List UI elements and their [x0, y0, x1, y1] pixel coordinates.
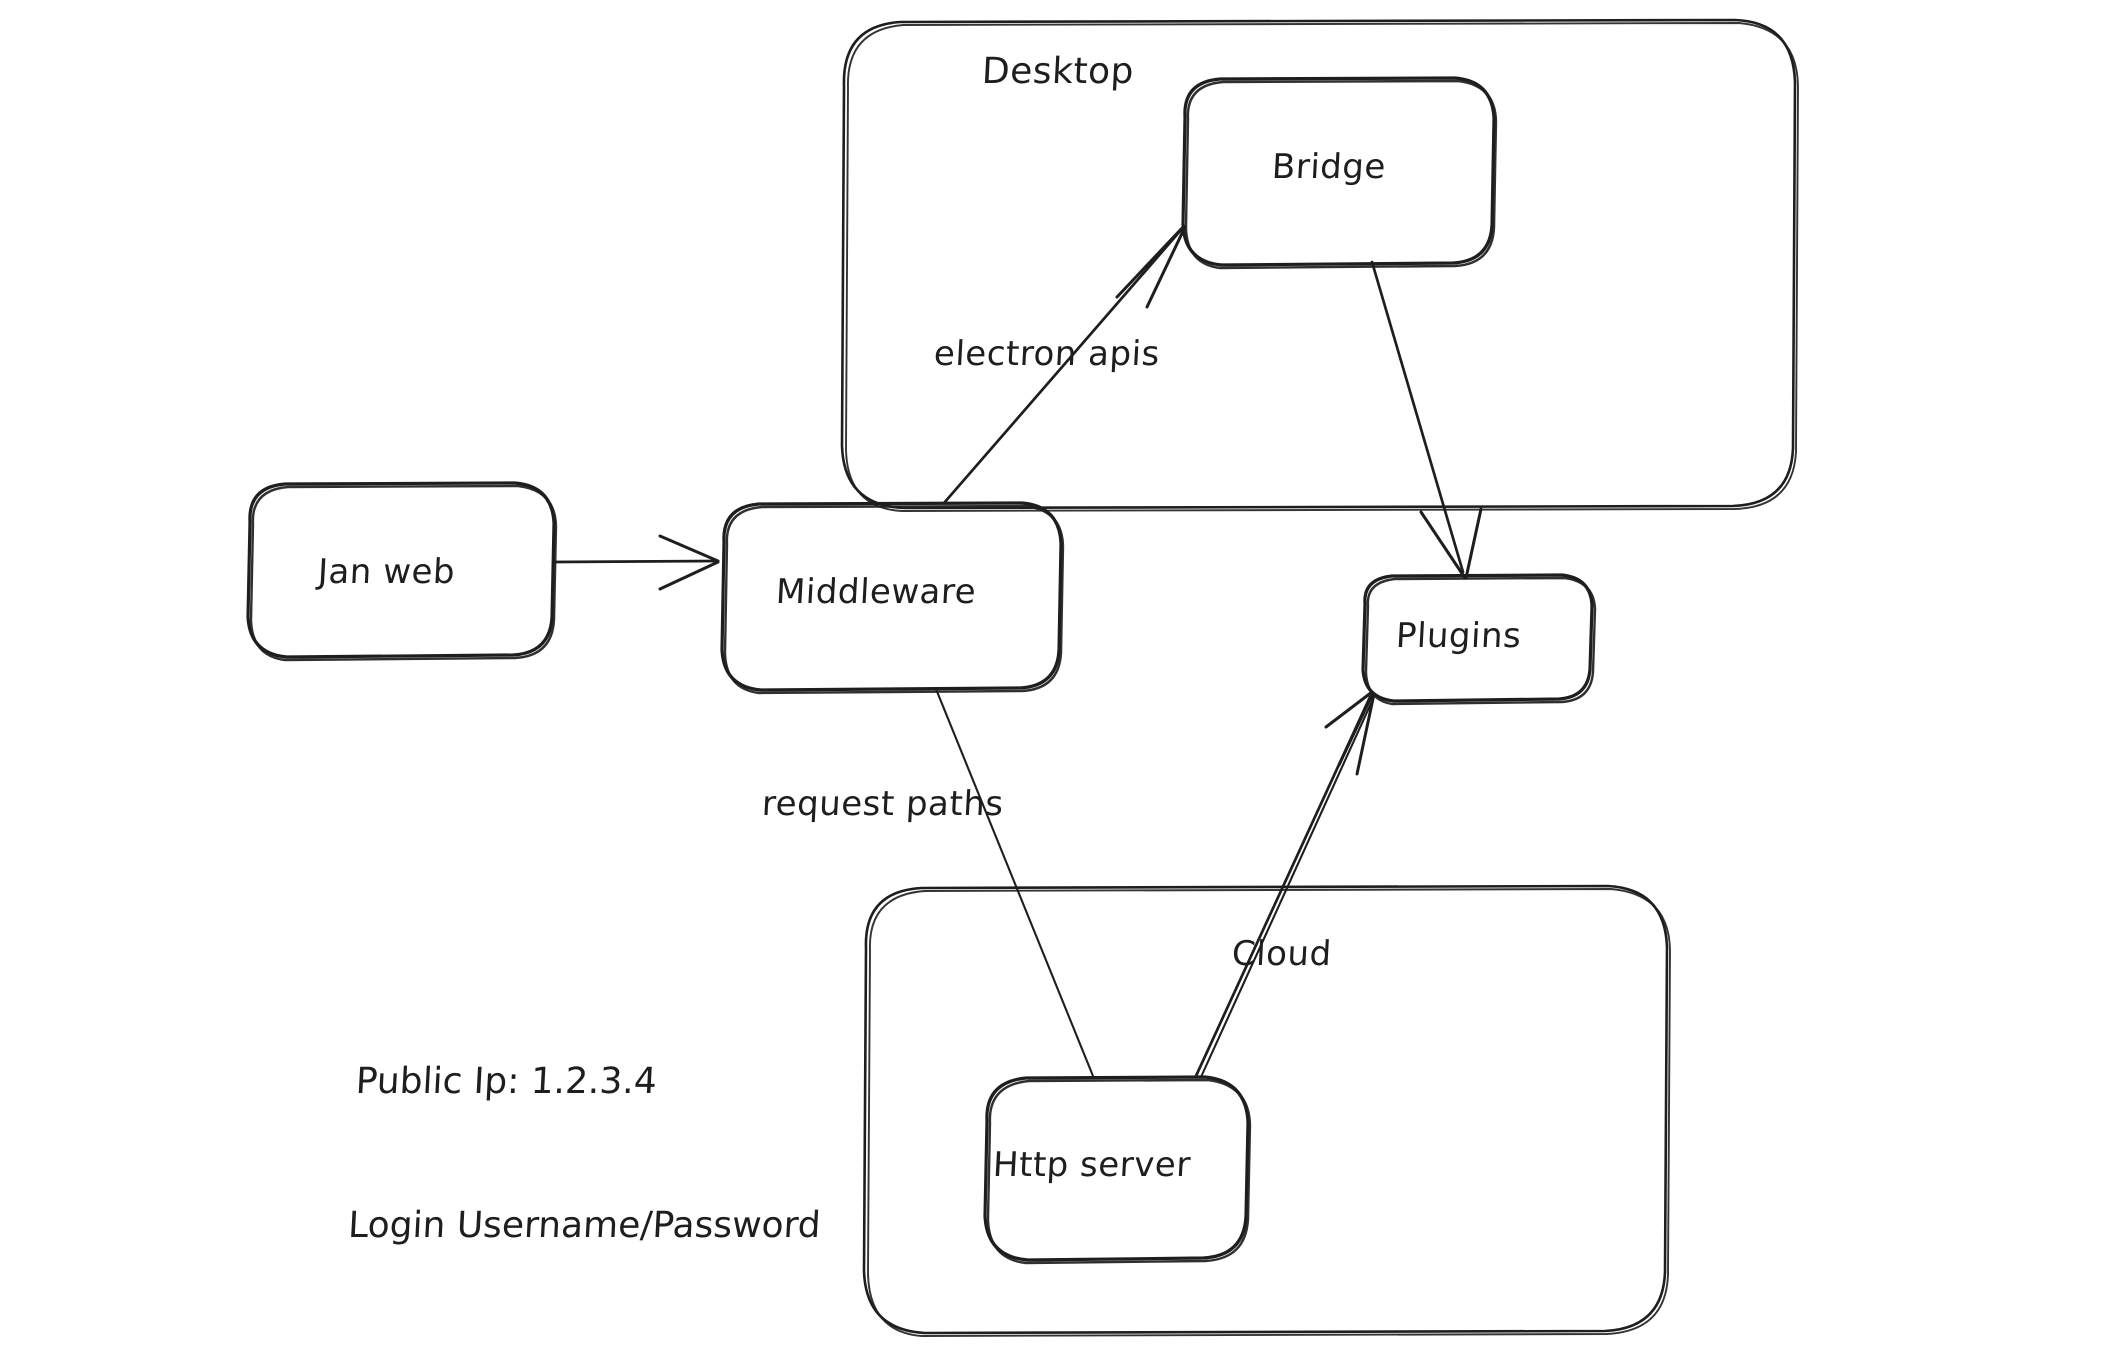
edge-bridge-to-plugins[interactable] — [1370, 260, 1483, 580]
container-desktop[interactable] — [840, 18, 1799, 512]
node-http-server[interactable] — [983, 1075, 1252, 1265]
node-label-middleware: Middleware — [774, 572, 978, 612]
node-plugins[interactable] — [1361, 573, 1597, 706]
edge-label-request-paths: request paths — [760, 784, 1005, 824]
node-jan-web[interactable] — [246, 481, 558, 662]
note-block: Public Ip: 1.2.3.4 Login Username/Passwo… — [342, 962, 834, 1346]
edge-middleware-to-bridge[interactable] — [942, 224, 1187, 505]
node-middleware[interactable] — [720, 501, 1065, 695]
note-login-credentials: Login Username/Password — [347, 1205, 822, 1246]
node-bridge[interactable] — [1181, 76, 1498, 270]
note-public-ip: Public Ip: 1.2.3.4 — [354, 1061, 658, 1102]
edge-http-server-to-middleware[interactable] — [934, 687, 1095, 1078]
node-label-bridge: Bridge — [1270, 147, 1387, 187]
edge-jan-web-to-middleware[interactable] — [552, 534, 720, 591]
edge-http-server-to-plugins[interactable] — [1194, 690, 1376, 1079]
node-label-plugins: Plugins — [1394, 616, 1523, 656]
node-label-http-server: Http server — [991, 1145, 1192, 1185]
container-label-desktop: Desktop — [980, 51, 1136, 92]
container-cloud[interactable] — [862, 884, 1671, 1337]
node-label-jan-web: Jan web — [316, 552, 457, 592]
edge-label-electron-apis: electron apis — [932, 334, 1161, 374]
edge-label-cloud: Cloud — [1230, 934, 1333, 974]
